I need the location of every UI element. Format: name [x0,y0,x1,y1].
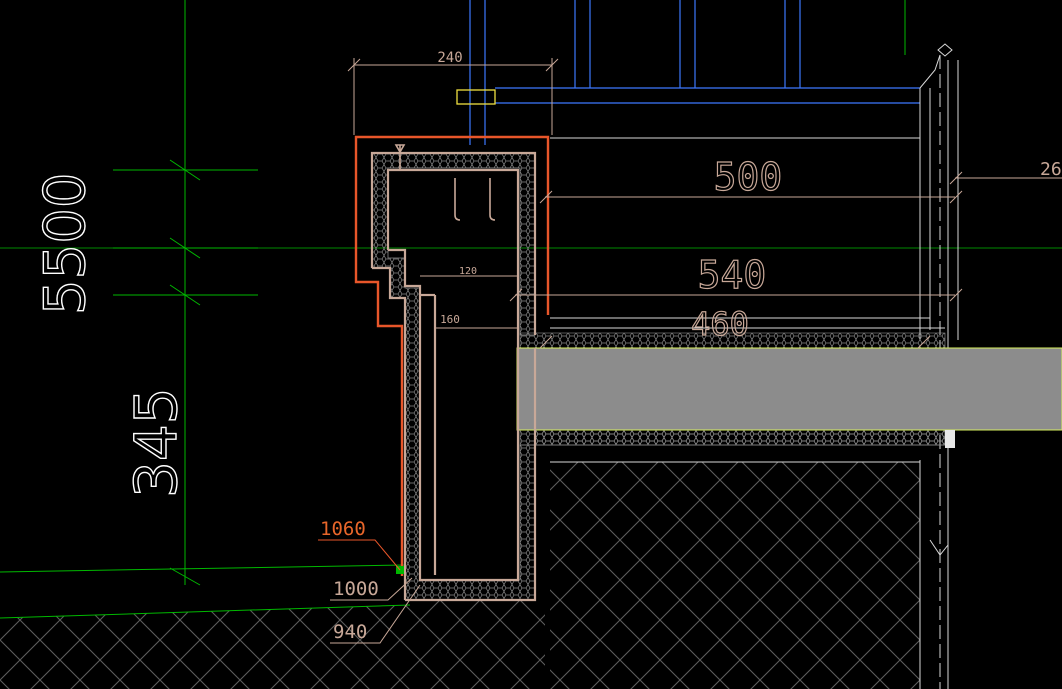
ground-hatch [0,462,920,689]
parapet-red-outline [354,135,550,576]
dim-540: 540 [698,253,767,297]
elevation-leaders [318,539,421,644]
elevation-1000: 1000 [333,578,379,600]
dim-500: 500 [714,155,783,199]
dim-460: 460 [691,305,749,343]
dim-5500: 5500 [33,172,98,315]
dim-160: 160 [440,313,460,326]
dim-345: 345 [122,387,190,498]
parapet-tan-outline [370,151,537,602]
anchor-bolts [394,144,496,221]
dimension-lines [347,58,1062,349]
blue-window-lines [469,0,920,145]
dim-26: 26 [1040,159,1062,180]
slab-connector [945,430,955,448]
yellow-tag [456,89,496,105]
floor-lines [550,137,945,463]
concrete-slab [516,347,1062,431]
elevation-940: 940 [333,621,367,643]
insulation [371,152,946,601]
dim-240: 240 [437,50,462,66]
dim-120: 120 [459,266,477,277]
elevation-1060: 1060 [320,518,366,540]
